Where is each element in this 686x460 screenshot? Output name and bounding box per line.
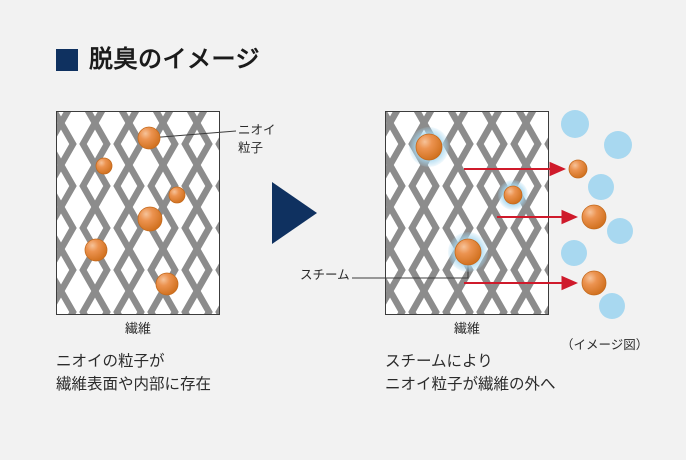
page-title: 脱臭のイメージ xyxy=(56,48,260,72)
body-caption-before: ニオイの粒子が 繊維表面や内部に存在 xyxy=(56,353,212,394)
callout-label-odor-particle: ニオイ 粒子 xyxy=(238,123,276,156)
escaped-particle-group xyxy=(568,159,607,296)
fiber-panel-after xyxy=(385,111,549,315)
fiber-panel-before xyxy=(56,111,220,315)
fiber-mesh-left xyxy=(57,112,219,314)
filled-square-icon xyxy=(56,49,78,71)
callout-label-steam: スチーム xyxy=(300,268,350,282)
page-title-text: 脱臭のイメージ xyxy=(89,46,261,73)
box-caption-fiber-right: 繊維 xyxy=(453,321,480,336)
steam-bubble-group xyxy=(561,110,633,319)
image-illustration-note: （イメージ図） xyxy=(561,338,649,352)
body-caption-after: スチームにより ニオイ粒子が繊維の外へ xyxy=(385,353,556,394)
box-caption-fiber-left: 繊維 xyxy=(124,321,151,336)
fiber-mesh-right xyxy=(386,112,548,314)
triangle-right-icon xyxy=(272,182,317,244)
